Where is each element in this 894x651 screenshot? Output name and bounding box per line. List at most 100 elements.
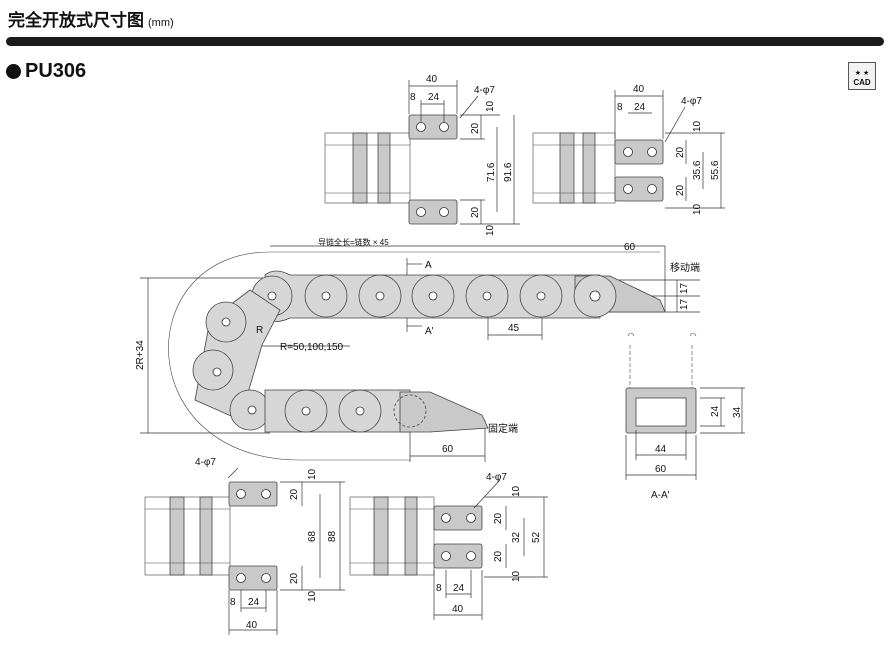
chain-outline [144, 496, 231, 576]
dim-20: 20 [289, 488, 300, 500]
radius-label: R=50,100,150 [280, 342, 344, 353]
dim-52: 52 [531, 531, 542, 543]
dim-17-b: 17 [679, 298, 690, 310]
dim-10: 10 [307, 590, 318, 602]
hole-icon [647, 147, 657, 157]
crossbar [377, 132, 391, 204]
bullet-icon [6, 64, 21, 79]
cad-label: CAD [853, 78, 871, 87]
title-text: 完全开放式尺寸图 [8, 11, 144, 30]
dim-35-6: 35.6 [692, 160, 703, 180]
dim-20: 20 [289, 572, 300, 584]
dim-10: 10 [692, 203, 703, 215]
section-a2-label: A' [425, 326, 434, 337]
dim-20: 20 [493, 512, 504, 524]
view-bottom-right: 4-φ7 10 20 32 52 20 10 8 24 40 [349, 472, 548, 620]
pin-icon [589, 290, 601, 302]
model-heading: PU306 [6, 60, 86, 83]
pin-icon [321, 291, 331, 301]
hole-spec: 4-φ7 [195, 457, 216, 468]
dim-88: 88 [327, 530, 338, 542]
pin-icon [301, 406, 311, 416]
pin-icon [482, 291, 492, 301]
model-name: PU306 [25, 60, 87, 82]
pin-icon [212, 367, 222, 377]
pin-icon [355, 406, 365, 416]
overall-length-label: 导链全长=链数 × 45 [318, 237, 389, 247]
pin-icon [247, 405, 257, 415]
dim-10: 10 [307, 468, 318, 480]
hole-icon [236, 573, 246, 583]
cad-download-icon[interactable]: ★ ★ CAD [848, 62, 876, 90]
mounting-bracket [228, 565, 278, 591]
hole-spec: 4-φ7 [486, 472, 507, 483]
cad-stars: ★ ★ [854, 70, 870, 77]
hole-icon [441, 513, 451, 523]
dim-71-6: 71.6 [486, 162, 497, 182]
hole-icon [623, 147, 633, 157]
hole-icon [261, 573, 271, 583]
link [192, 349, 234, 391]
view-top-right: 40 8 24 4-φ7 10 20 35.6 55.6 20 10 [532, 84, 725, 215]
pin-icon [221, 317, 231, 327]
height-label: 2R+34 [135, 340, 146, 370]
crossbar [199, 496, 213, 576]
hole-spec: 4-φ7 [474, 85, 495, 96]
dim-outer-height: 34 [732, 406, 743, 418]
dim-offset: 8 [410, 92, 416, 103]
fixed-pin-icon [393, 394, 427, 428]
dim-offset: 8 [230, 597, 236, 608]
dim-68: 68 [307, 530, 318, 542]
dim-32: 32 [511, 531, 522, 543]
dim-20: 20 [675, 184, 686, 196]
dim-20: 20 [470, 122, 481, 134]
hole-icon [416, 207, 426, 217]
dim-10: 10 [511, 485, 522, 497]
section-a-label: A [425, 260, 432, 271]
chain-outline [349, 496, 435, 576]
mounting-bracket [433, 505, 483, 531]
pin-icon [536, 291, 546, 301]
section-opening [635, 397, 687, 427]
fixed-end-label: 固定端 [488, 422, 518, 435]
dim-55-6: 55.6 [710, 160, 721, 180]
crossbar [559, 132, 575, 204]
pitch-label: 45 [508, 323, 520, 334]
pin-icon [375, 291, 385, 301]
view-main-chain: 导链全长=链数 × 45 60 移动端 17 17 A A' 45 R R=50… [135, 237, 700, 462]
unit-text: (mm) [148, 17, 174, 29]
dim-hole-pitch: 24 [428, 92, 440, 103]
dim-91-6: 91.6 [503, 162, 514, 182]
dim-20: 20 [675, 146, 686, 158]
dim-20: 20 [470, 206, 481, 218]
hole-icon [441, 551, 451, 561]
crossbar [582, 132, 596, 204]
view-top-left: 40 8 24 4-φ7 10 20 71.6 91.6 20 10 [324, 74, 520, 236]
dim-hole-pitch: 24 [453, 583, 465, 594]
chain-outline [324, 132, 411, 204]
hole-icon [416, 122, 426, 132]
hole-icon [439, 122, 449, 132]
dim-outer-width: 60 [655, 464, 667, 475]
hole-icon [466, 513, 476, 523]
dim-hole-pitch: 24 [634, 102, 646, 113]
hole-icon [647, 184, 657, 194]
section-title: A-A' [651, 490, 670, 501]
dim-width: 40 [426, 74, 438, 85]
dim-10: 10 [511, 570, 522, 582]
dim-width: 40 [633, 84, 645, 95]
fixed-end-bracket [399, 391, 489, 433]
view-bottom-left: 4-φ7 10 20 68 88 20 10 8 24 40 [144, 457, 345, 635]
pin-icon [428, 291, 438, 301]
hole-icon [439, 207, 449, 217]
mounting-bracket [614, 176, 664, 202]
dim-10: 10 [692, 120, 703, 132]
hole-icon [623, 184, 633, 194]
mounting-bracket [408, 199, 458, 225]
hole-icon [236, 489, 246, 499]
dim-offset: 8 [617, 102, 623, 113]
hole-icon [261, 489, 271, 499]
dim-width: 40 [452, 604, 464, 615]
end-length-top: 60 [624, 242, 636, 253]
